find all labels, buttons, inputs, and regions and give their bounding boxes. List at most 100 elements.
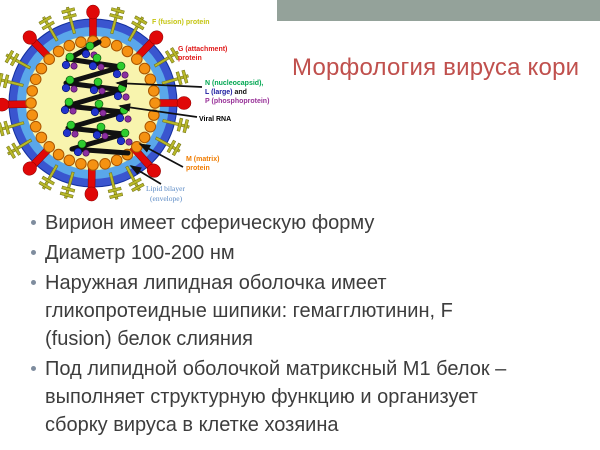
rect (109, 192, 124, 199)
rect (9, 52, 20, 67)
rect (59, 191, 74, 199)
p-bead (121, 71, 129, 79)
l-bead (61, 60, 71, 70)
rect (127, 16, 145, 42)
matrix-bead (99, 158, 111, 170)
bullet-text: Наружная липидная оболочка имеет гликопр… (45, 269, 590, 353)
m-protein-label-line2: protein (186, 165, 210, 172)
lipid-arrow (129, 165, 162, 185)
rect (109, 13, 124, 20)
p-bead (82, 149, 90, 157)
p-bead (124, 115, 132, 123)
matrix-bead (75, 36, 87, 49)
n-bead (94, 99, 104, 109)
ellipse (146, 163, 161, 178)
f-spike-icon (127, 15, 148, 42)
f-spike-icon (109, 6, 125, 35)
rect (5, 53, 32, 70)
matrix-bead (35, 62, 48, 75)
f-spike-icon (6, 138, 33, 159)
n-bead (120, 128, 130, 138)
n-bead (116, 61, 126, 71)
lipid-bilayer-label-line2: (envelope) (150, 194, 183, 203)
matrix-bead (29, 120, 42, 133)
l-protein-text: L (large) (205, 89, 233, 96)
rect (171, 142, 182, 157)
bullet-item: Наружная липидная оболочка имеет гликопр… (30, 269, 590, 353)
bullet-dot (31, 220, 36, 225)
f-protein-label: F (fusion) protein (152, 19, 210, 26)
f-spike-icon (154, 136, 182, 157)
l-bead (113, 91, 123, 101)
rect (175, 71, 183, 86)
bullet-text: Диаметр 100-200 нм (45, 239, 590, 267)
rect (181, 69, 189, 84)
bullet-line: (fusion) белок слияния (45, 328, 253, 350)
rect (162, 118, 190, 129)
rect (164, 50, 175, 64)
bullet-line: Диаметр 100-200 нм (45, 242, 235, 264)
rect (110, 7, 125, 14)
rect (7, 138, 33, 156)
bullet-list: Вирион имеет сферическую форму Диаметр 1… (30, 209, 590, 441)
matrix-bead (35, 131, 48, 144)
matrix-bead (75, 158, 87, 170)
p-bead (70, 62, 78, 70)
bullet-line: Наружная липидная оболочка имеет (45, 272, 387, 294)
matrix-bead (43, 53, 56, 66)
rect (61, 7, 76, 14)
bullet-item: Под липидной оболочкой матриксный М1 бел… (30, 355, 590, 439)
lipid-bilayer-label-line1: Lipid bilayer (146, 184, 185, 193)
n-bead (117, 83, 127, 93)
p-bead (70, 85, 78, 93)
bullet-line: сборку вируса в клетке хозяина (45, 414, 339, 436)
rect (41, 175, 55, 186)
matrix-bead (43, 141, 56, 153)
nlp-arrow (115, 79, 203, 88)
rect (108, 172, 119, 200)
f-spike-icon (38, 164, 59, 191)
f-spike-icon (59, 171, 76, 199)
l-bead (62, 128, 72, 138)
l-bead (90, 107, 100, 117)
rect (131, 182, 145, 193)
virus-structure-illustration: F (fusion) protein G (attachment) protei… (0, 4, 269, 203)
ellipse (86, 4, 100, 20)
rect (125, 165, 141, 192)
f-spike-icon (161, 69, 189, 86)
page-title: Морфология вируса кори (292, 54, 580, 81)
matrix-protein-ring (25, 35, 161, 171)
rect (41, 20, 55, 31)
bullet-text: Под липидной оболочкой матриксный М1 бел… (45, 355, 590, 439)
matrix-bead (148, 85, 160, 97)
n-protein-label: N (nucleocapsid), (205, 80, 263, 87)
bullet-line: Вирион имеет сферическую форму (45, 212, 375, 234)
n-bead (65, 52, 75, 62)
rna-arrow (118, 103, 198, 118)
matrix-bead (52, 148, 65, 161)
f-spike-icon (38, 15, 59, 42)
rect (0, 121, 25, 132)
matrix-bead (29, 73, 42, 86)
f-spike-icon (162, 117, 190, 134)
l-bead (116, 136, 126, 146)
f-spike-icon (4, 49, 32, 70)
n-bead (77, 139, 87, 149)
matrix-bead (63, 39, 76, 52)
rect (161, 74, 189, 85)
p-bead (69, 107, 77, 115)
p-bead (99, 109, 107, 117)
and-text: and (233, 89, 247, 96)
matrix-bead (63, 154, 76, 167)
matrix-bead (26, 109, 39, 121)
n-bead (65, 75, 75, 85)
virion-body (0, 4, 192, 202)
matrix-bead (148, 109, 160, 121)
p-bead (71, 130, 79, 138)
rect (166, 139, 177, 154)
matrix-bead (144, 73, 157, 86)
n-bead (93, 77, 103, 87)
matrix-bead (26, 85, 39, 97)
rect (65, 6, 77, 35)
rect (62, 13, 77, 20)
